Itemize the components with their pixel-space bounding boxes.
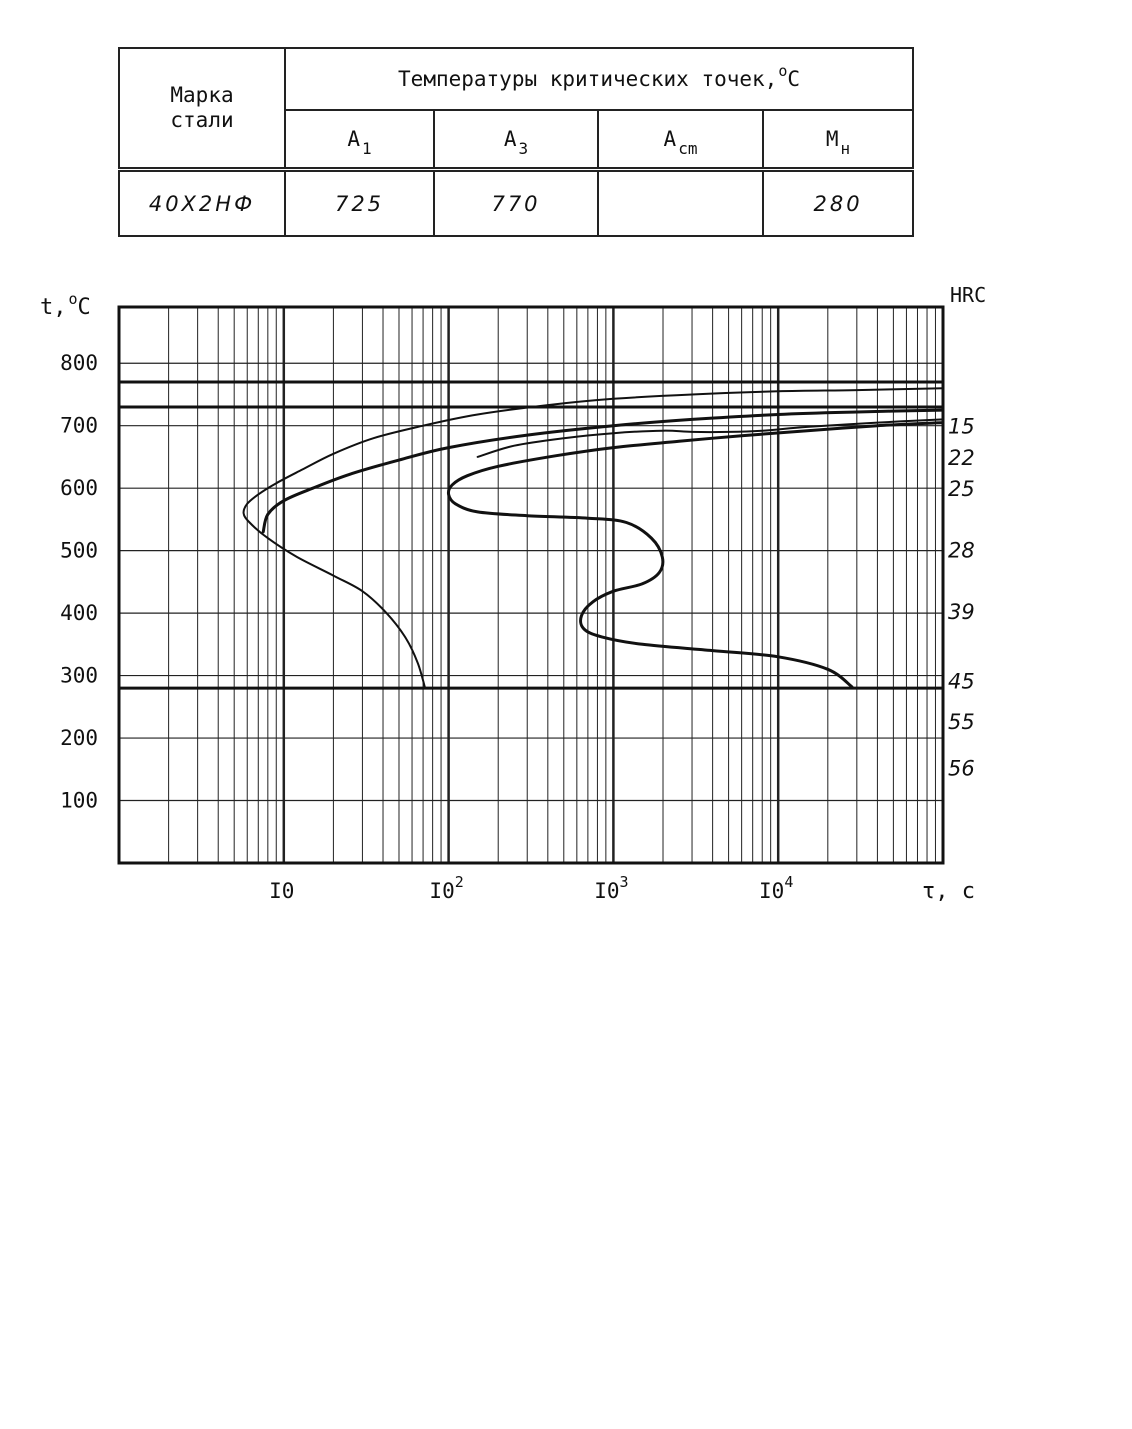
hrc-label: 45 [948,670,975,694]
critical-temps-header: Температуры критических точек,oС [283,47,915,111]
col-a1-letter: A [347,127,360,151]
y-axis-label-unit: C [78,295,91,320]
reference-lines [119,380,943,690]
x-axis-label: τ, с [922,879,975,904]
a3-value: 770 [433,167,599,237]
hrc-labels: 15 22 25 28 39 45 55 56 [948,415,975,781]
series-line-2 [261,408,945,534]
x-tick-base: I0 [594,879,619,903]
x-tick-exponent: 4 [784,873,793,891]
steel-grade-value: 40Х2НФ [118,167,286,237]
x-tick-exponent: 3 [620,873,629,891]
y-tick-label: 100 [60,789,98,813]
chart-series [242,387,945,690]
series-line-4 [476,418,944,458]
mn-value: 280 [761,167,915,237]
y-axis-label: t,oC [40,290,91,320]
steel-grade-header: Марка стали [118,47,286,171]
y-axis-label-degree: o [69,290,78,308]
y-tick-label: 500 [60,539,98,563]
a1-value: 725 [284,167,435,237]
hrc-label: 22 [948,446,975,470]
col-acm-sub: cm [678,139,698,158]
series-line-3 [446,421,945,689]
critical-temps-degree: o [778,62,788,80]
hrc-axis-label: HRC [950,283,986,307]
critical-temps-unit: С [787,67,801,91]
y-tick-label: 700 [60,414,98,438]
y-tick-label: 300 [60,664,98,688]
col-a3-sub: 3 [518,139,529,158]
col-a3-letter: A [503,127,517,151]
steel-grade-header-line1: Марка [170,83,234,107]
y-tick-labels: 100 200 300 400 500 600 700 800 [60,351,98,812]
x-tick-label: I04 [759,873,793,903]
acm-value [597,167,764,237]
x-tick-label: I02 [429,873,463,903]
hrc-label: 28 [948,538,975,562]
hrc-label: 55 [948,710,975,734]
col-a1-sub: 1 [362,139,372,158]
y-tick-label: 200 [60,726,98,750]
hrc-label: 56 [948,756,975,780]
x-tick-base: I0 [429,879,454,903]
chart-grid [119,307,943,863]
y-axis-label-main: t, [40,295,67,320]
plot-frame [117,305,945,865]
critical-temps-header-text: Температуры критических точек, [398,67,778,91]
steel-grade-header-line2: стали [170,108,234,132]
col-mn-sub: н [840,139,851,158]
x-tick-base: I0 [759,879,784,903]
y-tick-label: 800 [60,351,98,375]
col-acm-letter: A [663,127,677,151]
x-tick-label: I0 [269,879,294,903]
x-tick-base: I0 [269,879,294,903]
critical-points-table: Марка стали Температуры критических точе… [118,47,915,237]
x-tick-label: I03 [594,873,628,903]
ttt-diagram: t,oC HRC τ, с 100 200 300 400 500 600 700 800 I… [40,283,986,904]
x-tick-exponent: 2 [455,873,464,891]
hrc-label: 25 [948,477,975,501]
y-tick-label: 400 [60,601,98,625]
hrc-label: 39 [948,600,975,624]
col-mn-letter: M [825,127,839,151]
y-tick-label: 600 [60,476,98,500]
hrc-label: 15 [948,415,975,439]
series-line-1 [242,387,944,690]
